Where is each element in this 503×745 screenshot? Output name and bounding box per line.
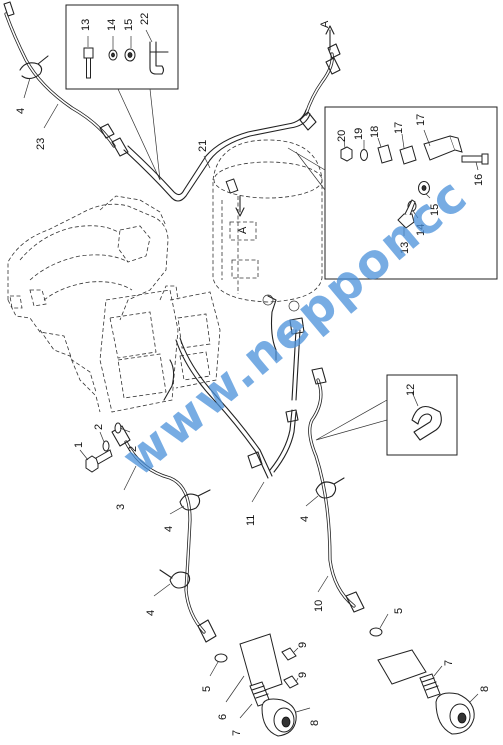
- callout-14-top: 14: [106, 19, 118, 31]
- callout-10: 10: [313, 600, 325, 612]
- callout-4-upper: 4: [15, 108, 27, 114]
- clamp-4-lower: [159, 569, 191, 589]
- callout-9a: 9: [297, 642, 309, 648]
- callout-7-right: 7: [443, 660, 455, 666]
- view-label-a-top: A: [319, 20, 331, 28]
- callout-4-mid: 4: [163, 526, 175, 532]
- callout-5-left: 5: [201, 686, 213, 692]
- hose-10: [267, 295, 365, 613]
- hose-top-right: [299, 43, 341, 131]
- callout-22: 22: [139, 13, 151, 25]
- pipe-11: [175, 317, 305, 479]
- callout-16: 16: [473, 174, 485, 186]
- view-a-arrow-tank: [225, 178, 245, 217]
- clamp-4-mid: [179, 489, 211, 511]
- callout-2a: 2: [93, 424, 105, 430]
- callout-8-left: 8: [309, 720, 321, 726]
- clamp-4-upper: [19, 55, 49, 80]
- callout-13-top: 13: [80, 19, 92, 31]
- callout-12: 12: [405, 384, 417, 396]
- callout-15-top: 15: [123, 19, 135, 31]
- callout-2b: 2: [127, 446, 139, 452]
- callout-6: 6: [217, 714, 229, 720]
- bolt-13-top: [83, 47, 94, 79]
- callout-1: 1: [73, 442, 85, 448]
- callout-8-right: 8: [479, 686, 491, 692]
- callout-17a: 17: [393, 122, 405, 134]
- callout-3: 3: [115, 504, 127, 510]
- valve-assembly-left: [214, 633, 299, 737]
- pipe-21: [123, 109, 311, 202]
- callout-19: 19: [353, 128, 365, 140]
- callout-13-right: 13: [399, 242, 411, 254]
- callout-18: 18: [369, 126, 381, 138]
- callout-4-lower: 4: [145, 610, 157, 616]
- detail-box-12: [386, 374, 458, 456]
- callout-15-right: 15: [429, 204, 441, 216]
- detail-box-right: [324, 106, 498, 280]
- callout-11: 11: [245, 515, 257, 526]
- callout-4-right: 4: [299, 516, 311, 522]
- callout-23: 23: [35, 138, 47, 150]
- hydraulic-pump-assembly: [7, 195, 221, 413]
- callout-20: 20: [336, 130, 348, 142]
- clamp-4-right: [315, 477, 345, 499]
- hose-23: [3, 1, 129, 157]
- callout-5-right: 5: [393, 608, 405, 614]
- callout-14-right: 14: [415, 224, 427, 236]
- fitting-1-2-left: [85, 422, 122, 473]
- callout-21: 21: [197, 140, 209, 152]
- view-label-a-tank: A: [237, 226, 249, 234]
- detail-box-top: [65, 4, 179, 90]
- valve-assembly-right: [369, 627, 475, 735]
- callout-9b: 9: [297, 672, 309, 678]
- callout-7-left: 7: [231, 730, 243, 736]
- callout-17b: 17: [415, 114, 427, 126]
- clamp-22: [149, 41, 169, 75]
